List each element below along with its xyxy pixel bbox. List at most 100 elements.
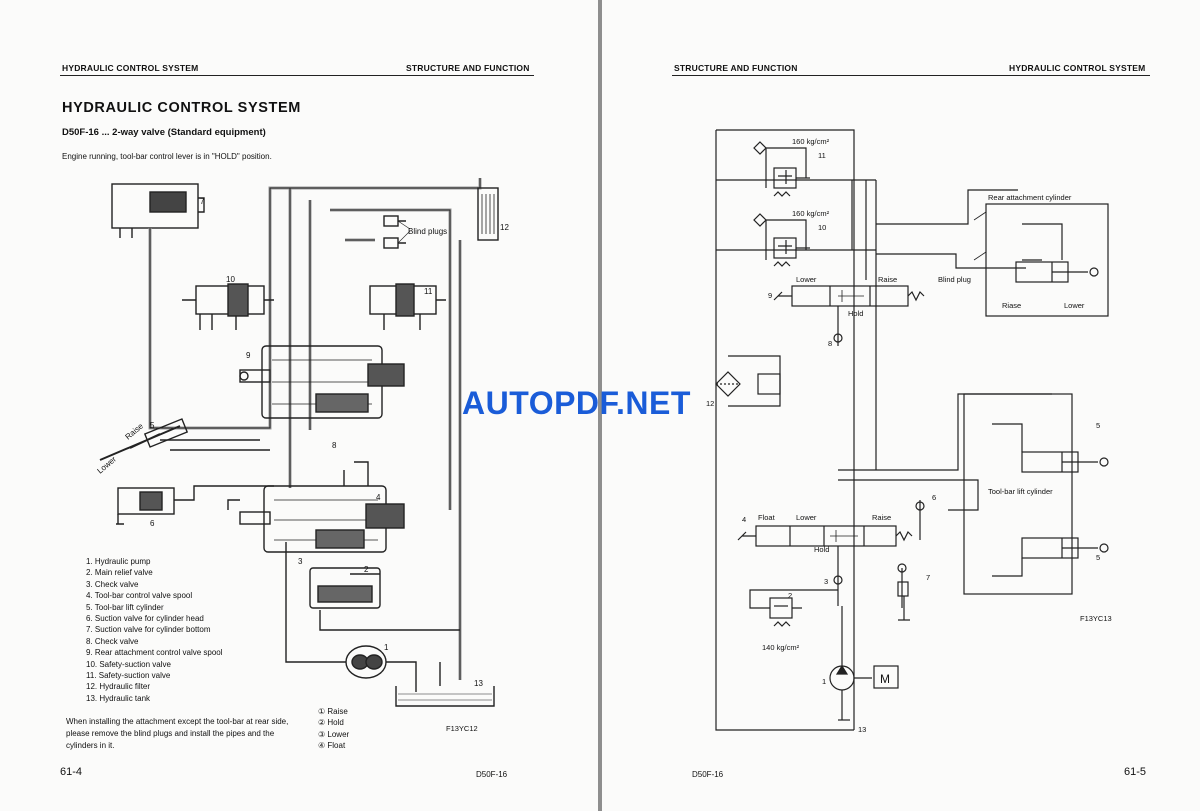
label-v4-lower: Lower [796,513,817,522]
blind-plug-a [383,215,399,227]
legend-item: 1. Hydraulic pump [86,557,151,566]
page-number-right: 61-5 [1124,766,1147,778]
label-4: 4 [376,493,381,502]
legend-item: 3. Check valve [86,579,139,589]
legend-item: 2. Main relief valve [86,568,153,578]
legend-item: 5. Tool-bar lift cylinder [86,602,164,612]
label-10: 10 [226,275,235,284]
electric-motor-symbol [873,665,899,689]
rear-attachment-frame [985,203,1109,317]
label-pressure-mid: 160 kg/cm² [792,209,830,218]
left-header-rule [60,75,534,76]
page-number-left: 61-4 [60,766,83,778]
suction-valve-6 [117,487,175,515]
install-note: When installing the attachment except th… [66,717,289,750]
label-3: 3 [298,557,303,566]
label-v4-raise: Raise [872,513,891,522]
label-6: 6 [150,519,155,528]
label-7: 7 [200,197,205,206]
label-2-r: 2 [788,591,792,600]
legend-item: 8. Check valve [86,636,139,646]
label-pressure-top: 160 kg/cm² [792,137,830,146]
hydraulic-tank-13 [395,686,495,707]
legend-item: 7. Suction valve for cylinder bottom [86,625,211,635]
legend-item: 9. Rear attachment control valve spool [86,648,223,658]
check-valve-7-symbol [897,563,907,573]
hydraulic-filter-12-symbol [715,355,781,407]
label-8-r: 8 [828,339,832,348]
blind-plug-b [383,237,399,249]
label-toolbar-cylinder: Tool-bar lift cylinder [988,487,1053,496]
figure-code-right: F13YC13 [1080,614,1112,623]
main-relief-valve-2-symbol [749,589,838,627]
label-11-r: 11 [818,151,826,160]
label-8: 8 [332,441,337,450]
page-gutter [598,0,602,811]
suction-valve-7-body [111,183,199,229]
label-2: 2 [364,565,369,574]
label-blind-plugs: Blind plugs [408,227,447,236]
label-blind-plug: Blind plug [938,275,971,284]
label-5b-r: 5 [1096,553,1100,562]
safety-suction-valve-10-symbol [753,213,810,267]
hydraulic-filter-12 [477,187,499,241]
label-lower-arrow: Lower [1064,301,1085,310]
right-page: STRUCTURE AND FUNCTION HYDRAULIC CONTROL… [602,0,1200,811]
label-5: 5 [150,421,155,430]
figure-code-left: F13YC12 [446,724,478,733]
page-subtitle: D50F-16 ... 2-way valve (Standard equipm… [62,127,266,138]
label-9-r: 9 [768,291,772,300]
legend-item: 13. Hydraulic tank [86,693,151,703]
label-v9-lower: Lower [796,275,817,284]
label-pressure-main: 140 kg/cm² [762,643,800,652]
legend-item: 4. Tool-bar control valve spool [86,591,193,601]
label-3-r: 3 [824,577,828,586]
label-v9-hold: Hold [848,309,863,318]
label-7-r: 7 [926,573,930,582]
watermark: AUTOPDF.NET [462,385,691,421]
legend-item: 12. Hydraulic filter [86,682,151,692]
label-5a-r: 5 [1096,421,1100,430]
legend-item: 6. Suction valve for cylinder head [86,614,204,624]
position-item: ③ Lower [318,729,350,739]
suction-valve-7-poppet [149,191,187,213]
position-item: ① Raise [318,707,348,716]
label-1: 1 [384,643,389,652]
right-header-rule [672,75,1150,76]
label-v4-float: Float [758,513,776,522]
model-left: D50F-16 [476,770,508,779]
label-raise-arrow: Riase [1002,301,1021,310]
safety-suction-valve-11-symbol [753,141,810,197]
label-1-r: 1 [822,677,826,686]
operating-note: Engine running, tool-bar control lever i… [62,152,272,161]
left-running-header: HYDRAULIC CONTROL SYSTEM [62,63,199,73]
check-valve-8-symbol [833,333,843,343]
label-11: 11 [424,287,433,296]
rear-attachment-valve-9-symbol [773,285,925,307]
label-12-r: 12 [706,399,714,408]
label-13: 13 [474,679,483,688]
label-motor: M [880,672,890,686]
check-valve-6-symbol [915,501,925,511]
left-page: HYDRAULIC CONTROL SYSTEM STRUCTURE AND F… [0,0,598,811]
label-4-r: 4 [742,515,746,524]
legend-item: 11. Safety-suction valve [86,671,171,681]
toolbar-control-valve-4-symbol [737,525,913,547]
label-v4-hold: Hold [814,545,829,554]
left-section-header: STRUCTURE AND FUNCTION [406,63,530,73]
model-right: D50F-16 [692,770,724,779]
hydraulic-circuit-symbol-diagram: 160 kg/cm² 11 160 kg/cm² 10 Rear attachm… [706,129,1109,734]
label-10-r: 10 [818,223,826,232]
pictorial-hydraulic-diagram: Blind plugs 7 12 10 11 9 8 4 3 2 1 13 6 … [96,178,509,707]
label-rear-cylinder: Rear attachment cylinder [988,193,1072,202]
page-title: HYDRAULIC CONTROL SYSTEM [62,100,301,116]
check-valve-3-symbol [833,575,843,585]
label-13-r: 13 [858,725,866,734]
label-raise: Raise [124,421,146,441]
position-item: ② Hold [318,718,344,728]
label-v9-raise: Raise [878,275,897,284]
legend-item: 10. Safety-suction valve [86,659,171,669]
main-relief-valve-2 [309,567,381,609]
label-6-r: 6 [932,493,936,502]
right-section-header: STRUCTURE AND FUNCTION [674,63,798,73]
